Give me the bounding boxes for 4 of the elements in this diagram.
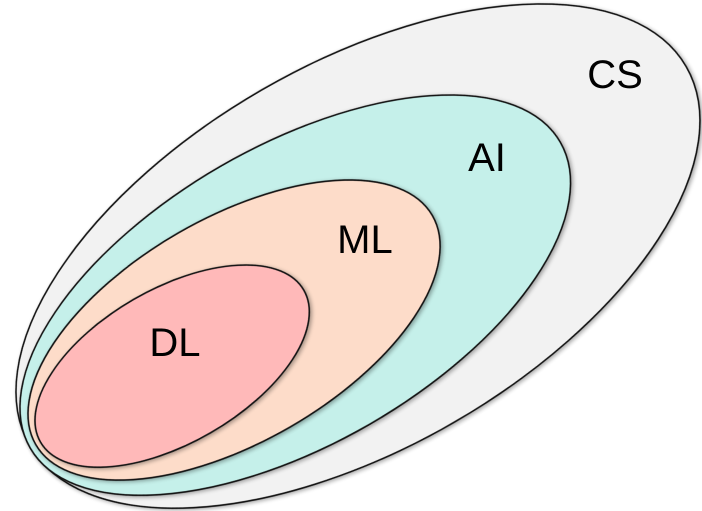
set-label: ML [337,220,393,260]
set-label: AI [468,138,506,178]
set-label: DL [149,322,201,363]
set-label: CS [587,54,643,95]
